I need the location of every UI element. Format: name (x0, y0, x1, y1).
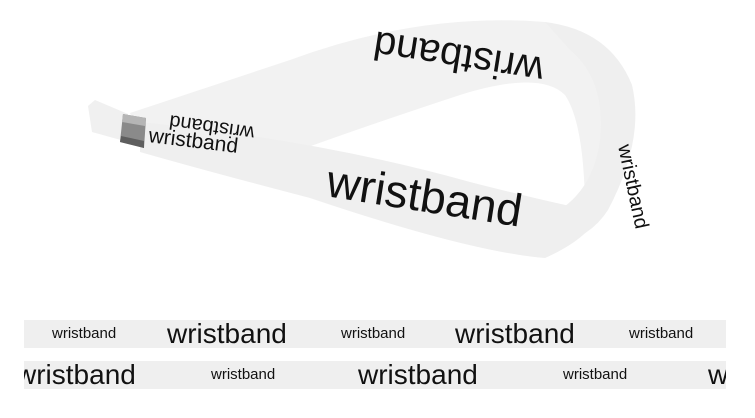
flat-strip-2: wristband wristband wristband wristband … (24, 361, 726, 389)
strip-word: wristband (563, 366, 628, 383)
strip-word: wristband (341, 325, 406, 342)
strip-word: wristband (455, 320, 575, 348)
band-front-segment (140, 122, 600, 258)
strip-word: wristband (52, 325, 117, 342)
band-back-segment (130, 20, 612, 215)
strip-word: wristband (24, 361, 136, 389)
strip-word: wristband (708, 361, 726, 389)
clasp-icon (120, 114, 146, 148)
strip-word: wristband (629, 325, 694, 342)
band-tail (88, 100, 128, 142)
strip-word: wristband (167, 320, 287, 348)
flat-strip-1: wristband wristband wristband wristband … (24, 320, 726, 348)
strip-word: wristband (358, 361, 478, 389)
band-curl-segment (540, 22, 636, 245)
strip-word: wristband (211, 366, 276, 383)
